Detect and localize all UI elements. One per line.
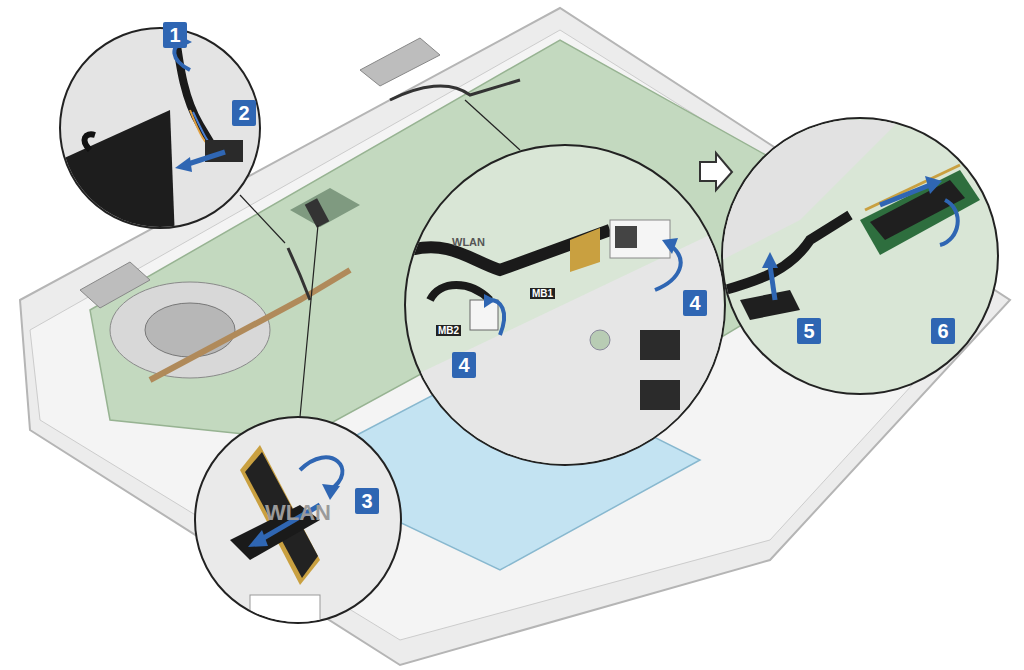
board-label: WLAN <box>452 236 485 248</box>
cable-label: MB2 <box>436 325 461 336</box>
callout-number: 2 <box>232 100 256 126</box>
cable-label: MB1 <box>530 288 555 299</box>
callout-number: 4 <box>452 352 476 378</box>
zoom-circle <box>60 28 260 240</box>
leader-line <box>465 100 520 150</box>
leader-line <box>240 195 285 243</box>
display-cable <box>390 80 520 100</box>
heat-pipe <box>150 270 350 380</box>
zoom-circle <box>405 145 730 470</box>
fan-hub <box>145 303 235 357</box>
laptop-base <box>20 8 1010 665</box>
callout-number: 1 <box>163 22 187 48</box>
callout-number: 4 <box>683 290 707 316</box>
callout-number: 3 <box>355 488 379 514</box>
zoom-circle <box>722 118 998 394</box>
leader-line <box>300 225 318 417</box>
callout-number: 6 <box>931 318 955 344</box>
connector <box>305 198 330 228</box>
callout-number: 5 <box>797 318 821 344</box>
hinge <box>80 262 150 308</box>
camera-cable <box>288 248 310 300</box>
zoom-circle <box>195 417 401 625</box>
next-step-arrow <box>700 153 732 190</box>
board-label: WLAN <box>265 500 331 526</box>
chip <box>290 188 360 227</box>
hinge <box>360 38 440 86</box>
